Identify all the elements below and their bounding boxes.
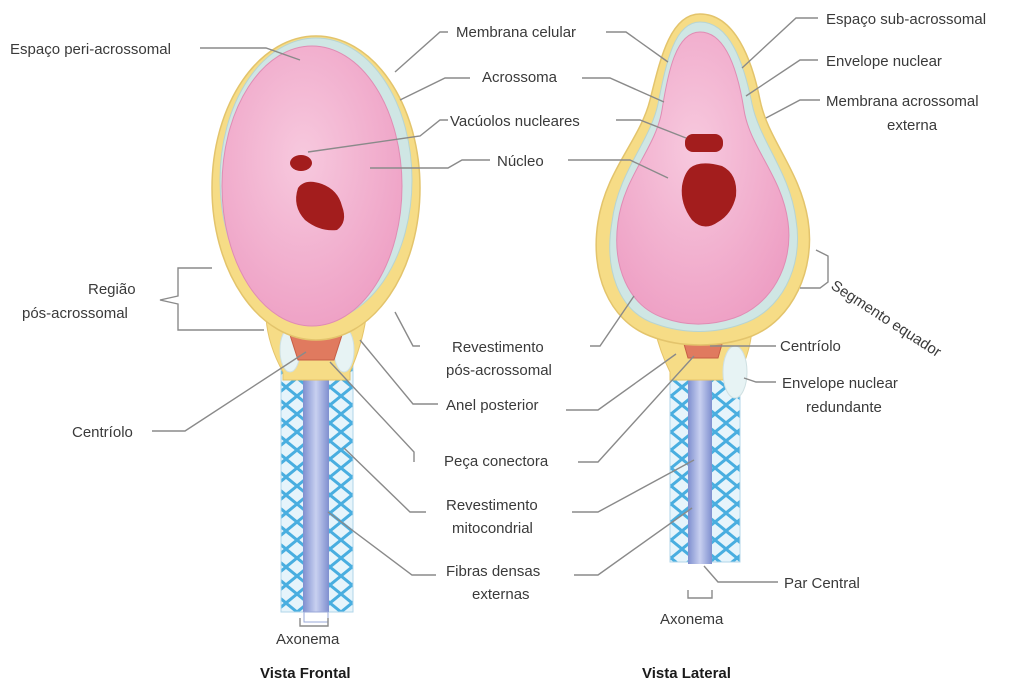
label-fibras-2: externas (472, 586, 530, 603)
frontal-axoneme-end (304, 612, 328, 622)
leader-revestimento-left (395, 312, 420, 346)
label-segmento-equador: Segmento equador (828, 277, 944, 361)
label-par-central: Par Central (784, 575, 860, 592)
lateral-small-vacuole (685, 134, 723, 152)
lateral-redundant-envelope (723, 346, 747, 398)
leader-membrana-celular-right (606, 32, 668, 62)
leader-acrossoma-left (400, 78, 470, 100)
label-vacuolos-nucleares: Vacúolos nucleares (450, 113, 580, 130)
labels: Espaço peri-acrossomal Membrana celular … (10, 11, 986, 682)
label-axonema-left: Axonema (276, 631, 340, 648)
leader-envelope-redundante (744, 378, 776, 382)
label-vista-frontal: Vista Frontal (260, 665, 351, 682)
label-nucleo: Núcleo (497, 153, 544, 170)
label-axonema-right: Axonema (660, 611, 724, 628)
leader-membrana-celular-left (395, 32, 448, 72)
label-revestimento-mito-1: Revestimento (446, 497, 538, 514)
label-anel-posterior: Anel posterior (446, 397, 539, 414)
label-fibras-1: Fibras densas (446, 563, 540, 580)
lateral-view-drawing (596, 14, 809, 564)
label-peca-conectora: Peça conectora (444, 453, 549, 470)
label-regiao-1: Região (88, 281, 136, 298)
label-membrana-acrossomal-1: Membrana acrossomal (826, 93, 979, 110)
label-vista-lateral: Vista Lateral (642, 665, 731, 682)
label-revestimento-pos-1: Revestimento (452, 339, 544, 356)
label-espaco-sub-acrossomal: Espaço sub-acrossomal (826, 11, 986, 28)
label-envelope-redundante-1: Envelope nuclear (782, 375, 898, 392)
leader-par-central (704, 566, 778, 582)
label-envelope-nuclear: Envelope nuclear (826, 53, 942, 70)
label-acrossoma: Acrossoma (482, 69, 558, 86)
label-revestimento-mito-2: mitocondrial (452, 520, 533, 537)
lateral-axoneme-core (688, 350, 712, 564)
label-membrana-celular: Membrana celular (456, 24, 576, 41)
leader-anel-left (360, 340, 438, 404)
label-membrana-acrossomal-2: externa (887, 117, 938, 134)
frontal-small-vacuole (290, 155, 312, 171)
label-regiao-2: pós-acrossomal (22, 305, 128, 322)
label-centriolo-right: Centríolo (780, 338, 841, 355)
label-revestimento-pos-2: pós-acrossomal (446, 362, 552, 379)
frontal-axoneme-core (303, 350, 329, 612)
brace-axonema-right (688, 590, 712, 598)
label-espaco-peri-acrossomal: Espaço peri-acrossomal (10, 41, 171, 58)
label-envelope-redundante-2: redundante (806, 399, 882, 416)
label-centriolo-left: Centríolo (72, 424, 133, 441)
frontal-view-drawing (212, 36, 420, 622)
leader-anel-right (566, 354, 676, 410)
leader-membrana-acrossomal (766, 100, 820, 118)
